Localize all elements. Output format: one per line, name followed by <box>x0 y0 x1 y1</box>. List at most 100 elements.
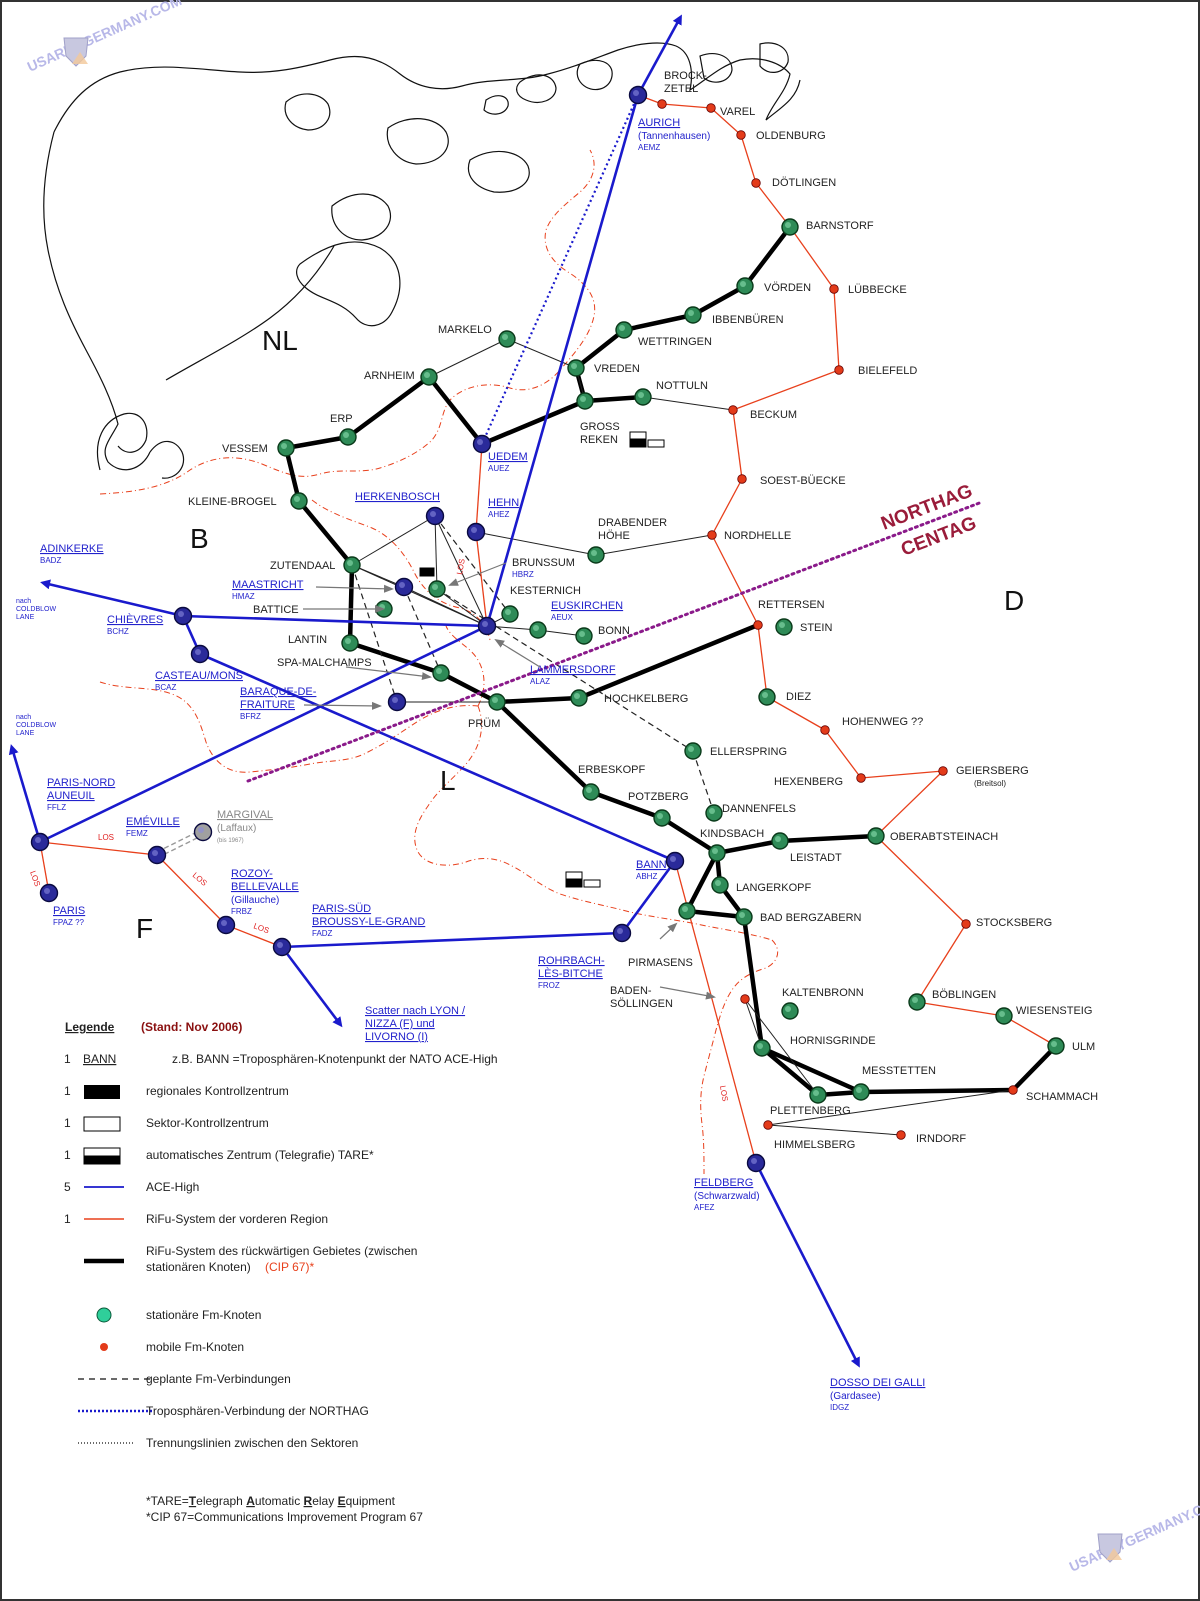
node-prum[interactable] <box>488 693 506 711</box>
node-oldenburg[interactable] <box>736 130 746 140</box>
node-langerkopf[interactable] <box>711 876 729 894</box>
far-label-scatter-line1[interactable]: NIZZA (F) und <box>365 1018 435 1030</box>
node-rettersen[interactable] <box>753 620 763 630</box>
tropo-node-aurich[interactable] <box>628 85 648 105</box>
tropo-node-margival[interactable] <box>193 822 213 842</box>
node-vorden[interactable] <box>736 277 754 295</box>
node-nottuln[interactable] <box>634 388 652 406</box>
node-stein[interactable] <box>775 618 793 636</box>
node-beckum[interactable] <box>728 405 738 415</box>
label-rohrbach-line2[interactable]: LÈS-BITCHE <box>538 967 603 980</box>
node-wettringen[interactable] <box>615 321 633 339</box>
tropo-node-rohrbach[interactable] <box>612 923 632 943</box>
node-pirmasens[interactable] <box>678 902 696 920</box>
label-uedem[interactable]: UEDEM <box>488 451 528 463</box>
label-casteau[interactable]: CASTEAU/MONS <box>155 670 243 682</box>
label-baraque[interactable]: BARAQUE-DE- <box>240 686 317 698</box>
node-wiesensteig[interactable] <box>995 1007 1013 1025</box>
label-parissud[interactable]: PARIS-SÜD <box>312 903 371 915</box>
label-rozoy[interactable]: ROZOY- <box>231 868 273 880</box>
label-rozoy-line2[interactable]: BELLEVALLE <box>231 881 299 893</box>
node-schammach[interactable] <box>1008 1085 1018 1095</box>
far-label-scatter-line2[interactable]: LIVORNO (I) <box>365 1031 428 1043</box>
label-maastricht[interactable]: MAASTRICHT <box>232 579 304 591</box>
node-badensollingen[interactable] <box>740 994 750 1004</box>
tropo-node-baraque[interactable] <box>387 692 407 712</box>
tropo-node-chievres[interactable] <box>173 606 193 626</box>
label-aurich[interactable]: AURICH <box>638 117 680 129</box>
tropo-node-parissud[interactable] <box>272 937 292 957</box>
tropo-node-emeville[interactable] <box>147 845 167 865</box>
tropo-node-casteau[interactable] <box>190 644 210 664</box>
label-chievres[interactable]: CHIÈVRES <box>107 613 163 626</box>
node-ibbenburen[interactable] <box>684 306 702 324</box>
tropo-node-feldberg[interactable] <box>746 1153 766 1173</box>
node-potzberg[interactable] <box>653 809 671 827</box>
label-lammersdorf[interactable]: LAMMERSDORF <box>530 664 616 676</box>
node-dannenfels[interactable] <box>705 804 723 822</box>
node-lantin[interactable] <box>341 634 359 652</box>
far-label-scatter-line0[interactable]: Scatter nach LYON / <box>365 1005 466 1017</box>
node-oberabtsteinach[interactable] <box>867 827 885 845</box>
label-parissud-line2[interactable]: BROUSSY-LE-GRAND <box>312 916 425 928</box>
tropo-node-uedem[interactable] <box>472 434 492 454</box>
node-badbergzabern[interactable] <box>735 908 753 926</box>
node-geiersberg[interactable] <box>938 766 948 776</box>
node-vessem[interactable] <box>277 439 295 457</box>
tropo-node-maastricht[interactable] <box>394 577 414 597</box>
node-bonn[interactable] <box>575 627 593 645</box>
label-hehn[interactable]: HEHN <box>488 497 519 509</box>
label-emeville[interactable]: EMÉVILLE <box>126 815 180 828</box>
node-euskirchen[interactable] <box>529 621 547 639</box>
node-kleinebrogel[interactable] <box>290 492 308 510</box>
label-margival[interactable]: MARGIVAL <box>217 809 273 821</box>
node-leistadt[interactable] <box>771 832 789 850</box>
node-nordhelle[interactable] <box>707 530 717 540</box>
label-rohrbach[interactable]: ROHRBACH- <box>538 955 605 967</box>
node-ellerspring[interactable] <box>684 742 702 760</box>
tropo-node-paris[interactable] <box>39 883 59 903</box>
tropo-node-herkenbosch[interactable] <box>425 506 445 526</box>
node-grossreken[interactable] <box>576 392 594 410</box>
node-dotlingen[interactable] <box>751 178 761 188</box>
node-barnstorf[interactable] <box>781 218 799 236</box>
node-spamalchamps[interactable] <box>432 664 450 682</box>
label-bann[interactable]: BANN <box>636 859 667 871</box>
far-label-dosso[interactable]: DOSSO DEI GALLI <box>830 1377 925 1389</box>
node-ulm[interactable] <box>1047 1037 1065 1055</box>
node-hornisgrinde[interactable] <box>753 1039 771 1057</box>
node-erp[interactable] <box>339 428 357 446</box>
node-markelo[interactable] <box>498 330 516 348</box>
node-bielefeld[interactable] <box>834 365 844 375</box>
tropo-node-parisnord[interactable] <box>30 832 50 852</box>
label-parisnord[interactable]: PARIS-NORD <box>47 777 115 789</box>
node-vreden[interactable] <box>567 359 585 377</box>
label-parisnord-line2[interactable]: AUNEUIL <box>47 790 95 802</box>
node-hohenweg[interactable] <box>820 725 830 735</box>
node-zutendaal[interactable] <box>343 556 361 574</box>
node-diez[interactable] <box>758 688 776 706</box>
tropo-node-bann[interactable] <box>665 851 685 871</box>
label-herkenbosch[interactable]: HERKENBOSCH <box>355 491 440 503</box>
tropo-node-hehn[interactable] <box>466 522 486 542</box>
node-kesternich[interactable] <box>501 605 519 623</box>
node-varel[interactable] <box>706 103 716 113</box>
label-feldberg[interactable]: FELDBERG <box>694 1177 753 1189</box>
node-hochkelberg[interactable] <box>570 689 588 707</box>
node-hexenberg[interactable] <box>856 773 866 783</box>
far-label-adinkerke[interactable]: ADINKERKE <box>40 543 104 555</box>
node-boblingen[interactable] <box>908 993 926 1011</box>
node-kaltenbronn[interactable] <box>781 1002 799 1020</box>
node-stocksberg[interactable] <box>961 919 971 929</box>
node-kindsbach[interactable] <box>708 844 726 862</box>
node-brockzetel[interactable] <box>657 99 667 109</box>
node-brunssum[interactable] <box>428 580 446 598</box>
label-paris[interactable]: PARIS <box>53 905 85 917</box>
node-lubbecke[interactable] <box>829 284 839 294</box>
node-erbeskopf[interactable] <box>582 783 600 801</box>
node-soest[interactable] <box>737 474 747 484</box>
node-plettenberg[interactable] <box>809 1086 827 1104</box>
node-messtetten[interactable] <box>852 1083 870 1101</box>
label-baraque-line2[interactable]: FRAITURE <box>240 699 295 711</box>
node-himmelsberg[interactable] <box>763 1120 773 1130</box>
